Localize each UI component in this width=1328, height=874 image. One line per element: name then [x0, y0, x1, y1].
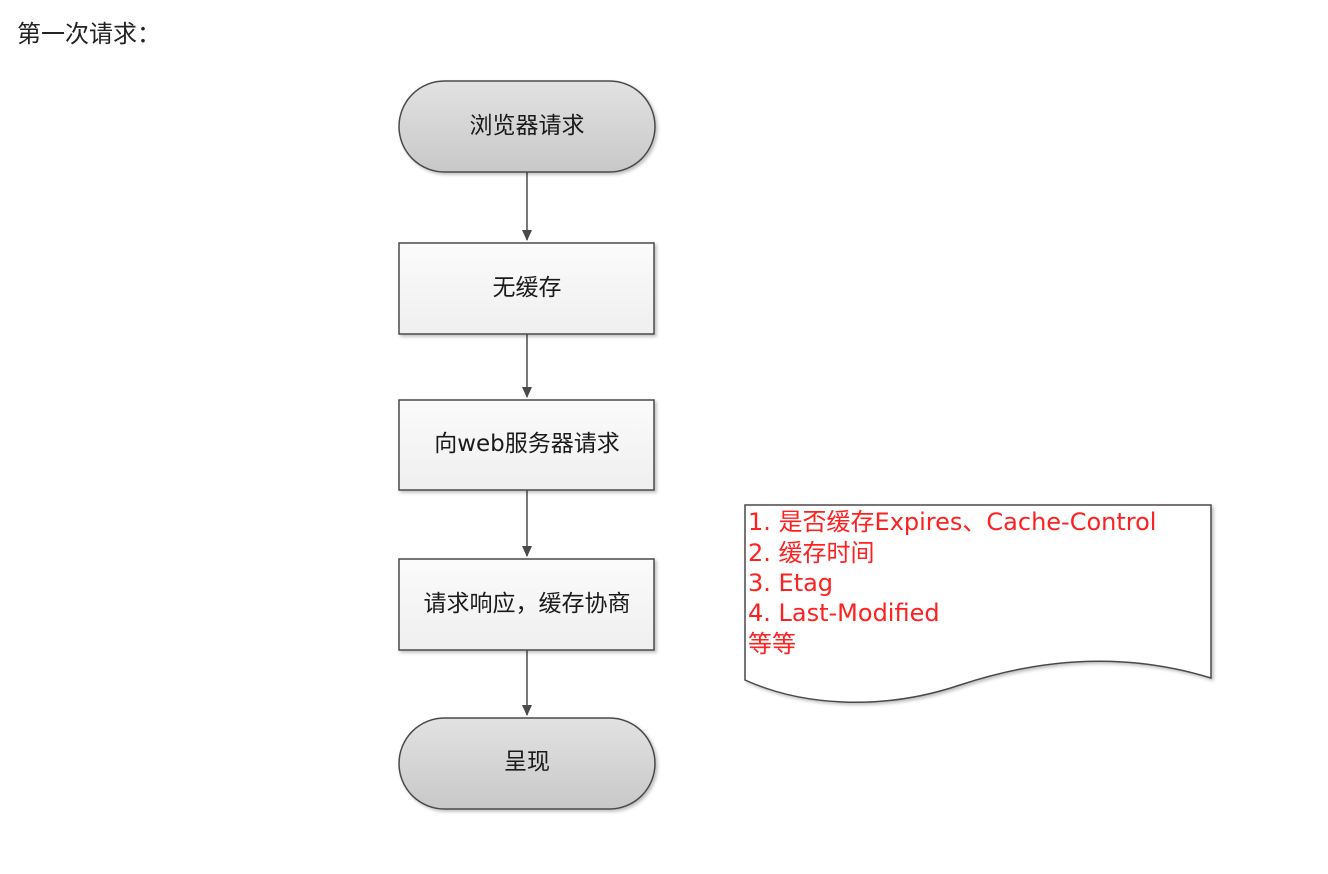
end-terminal: 呈现 — [398, 717, 656, 810]
end-label: 呈现 — [504, 749, 550, 775]
process-request-server: 向web服务器请求 — [398, 399, 655, 491]
page-heading: 第一次请求： — [17, 20, 161, 48]
note-document-shape — [744, 504, 1212, 704]
process-request-server-label: 向web服务器请求 — [434, 431, 620, 457]
start-terminal: 浏览器请求 — [398, 80, 656, 173]
process-no-cache-label: 无缓存 — [493, 275, 562, 301]
note-line-5: 等等 — [748, 630, 796, 658]
note-line-1: 1. 是否缓存Expires、Cache-Control — [748, 508, 1156, 536]
start-label: 浏览器请求 — [470, 113, 585, 139]
note-line-3: 3. Etag — [748, 569, 833, 597]
note-line-4: 4. Last-Modified — [748, 599, 940, 627]
process-response-negotiation-label: 请求响应，缓存协商 — [424, 591, 631, 617]
process-response-negotiation: 请求响应，缓存协商 — [398, 558, 655, 651]
cache-note: 1. 是否缓存Expires、Cache-Control 2. 缓存时间 3. … — [744, 504, 1212, 704]
note-line-2: 2. 缓存时间 — [748, 539, 875, 567]
process-no-cache: 无缓存 — [398, 242, 655, 335]
